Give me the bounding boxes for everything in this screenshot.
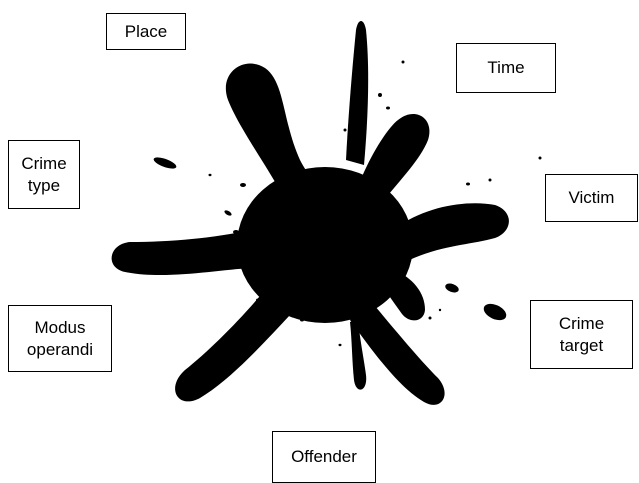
splat-drop [439, 309, 441, 311]
label-victim: Victim [569, 187, 615, 209]
label-box-time: Time [456, 43, 556, 93]
splat-drop [264, 311, 267, 313]
splat-drop [256, 299, 260, 302]
label-box-modus-operandi: Modus operandi [8, 305, 112, 372]
label-box-crime-target: Crime target [530, 300, 633, 369]
label-box-victim: Victim [545, 174, 638, 222]
splat-drop [240, 183, 246, 187]
splat-drop [386, 107, 390, 110]
label-crime-target: Crime target [559, 313, 604, 357]
splat-arm-right [400, 203, 509, 262]
splat-drop [233, 230, 239, 234]
splat-arm-top [346, 21, 368, 165]
label-box-crime-type: Crime type [8, 140, 80, 209]
splat-drop [378, 93, 382, 97]
splat-drop [489, 179, 492, 182]
splat-drop [539, 157, 542, 160]
splat-drop [418, 305, 422, 308]
splat-arm-left [112, 230, 252, 275]
splat-drop [300, 319, 304, 322]
splat-drop [265, 187, 275, 193]
label-modus-operandi: Modus operandi [27, 317, 93, 361]
splat-drop [429, 317, 432, 320]
splat-drop [410, 297, 415, 300]
label-time: Time [487, 57, 524, 79]
splat-drop [344, 129, 347, 132]
splat-drop [209, 174, 212, 176]
label-place: Place [125, 21, 168, 43]
splat-drop [152, 155, 177, 171]
splat-drop [402, 61, 405, 64]
label-offender: Offender [291, 446, 357, 468]
splat-arm-upper-left [226, 64, 325, 200]
splat-drop [404, 311, 407, 313]
splat-drop [353, 359, 357, 362]
splat-arm-lower-right [350, 300, 445, 405]
splat-drop [444, 282, 460, 294]
splat-drop [339, 344, 342, 346]
splat-arm-lower-left [175, 290, 290, 401]
label-box-place: Place [106, 13, 186, 50]
splat-drop [466, 183, 470, 186]
splat-drop [224, 209, 233, 216]
splat-drop [481, 301, 509, 324]
label-box-offender: Offender [272, 431, 376, 483]
label-crime-type: Crime type [21, 153, 66, 197]
